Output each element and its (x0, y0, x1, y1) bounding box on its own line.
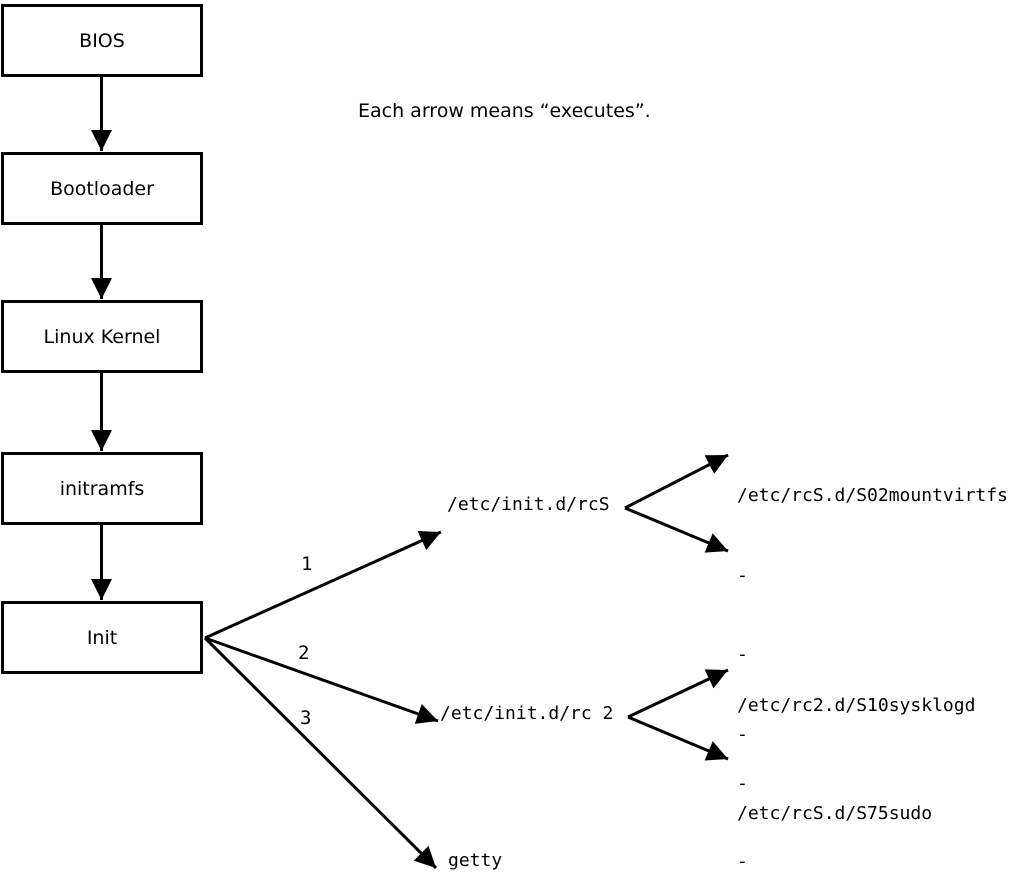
node-bootloader: Bootloader (1, 152, 203, 225)
arrow-init-to-rcs (204, 530, 442, 640)
arrow-init-to-rc2 (204, 636, 439, 724)
node-bios-label: BIOS (79, 29, 125, 52)
rcs-script-item: /etc/rcS.d/S75sudo (737, 803, 933, 824)
node-initramfs: initramfs (1, 452, 203, 525)
node-init: Init (1, 601, 203, 674)
node-etc-init-d-rc2: /etc/init.d/rc 2 (440, 703, 614, 724)
legend-note: Each arrow means “executes”. (358, 100, 651, 122)
arrow-rc2-to-s99gdm (627, 715, 729, 761)
node-initramfs-label: initramfs (59, 477, 145, 500)
rc2-script-list: /etc/rc2.d/S10sysklogd - - - /etc/rc2.d/… (737, 641, 975, 875)
edge-label-2: 2 (298, 642, 310, 664)
rc2-script-item: - (737, 851, 748, 872)
edge-label-1: 1 (301, 553, 313, 575)
arrow-rcs-to-s02mountvirtfs (624, 453, 729, 510)
node-linux-kernel-label: Linux Kernel (43, 325, 161, 348)
rcs-script-list: /etc/rcS.d/S02mountvirtfs - - - /etc/rcS… (737, 430, 1008, 875)
rcs-script-item: - (737, 723, 748, 745)
rcs-script-item: - (737, 564, 748, 586)
arrow-init-to-getty (203, 636, 438, 870)
node-init-label: Init (86, 626, 118, 649)
arrow-rc2-to-s10sysklogd (627, 668, 729, 719)
node-linux-kernel: Linux Kernel (1, 300, 203, 373)
node-bios: BIOS (1, 4, 203, 77)
node-getty: getty (448, 850, 503, 871)
arrow-rcs-to-s75sudo (624, 506, 729, 553)
node-bootloader-label: Bootloader (50, 177, 154, 200)
rc2-script-item: /etc/rc2.d/S10sysklogd (737, 695, 976, 716)
node-etc-init-d-rcs: /etc/init.d/rcS (447, 494, 610, 515)
rc2-script-item: - (737, 773, 748, 794)
rcs-script-item: - (737, 644, 748, 665)
rcs-script-item: /etc/rcS.d/S02mountvirtfs (737, 485, 1008, 506)
edge-label-3: 3 (300, 707, 312, 729)
